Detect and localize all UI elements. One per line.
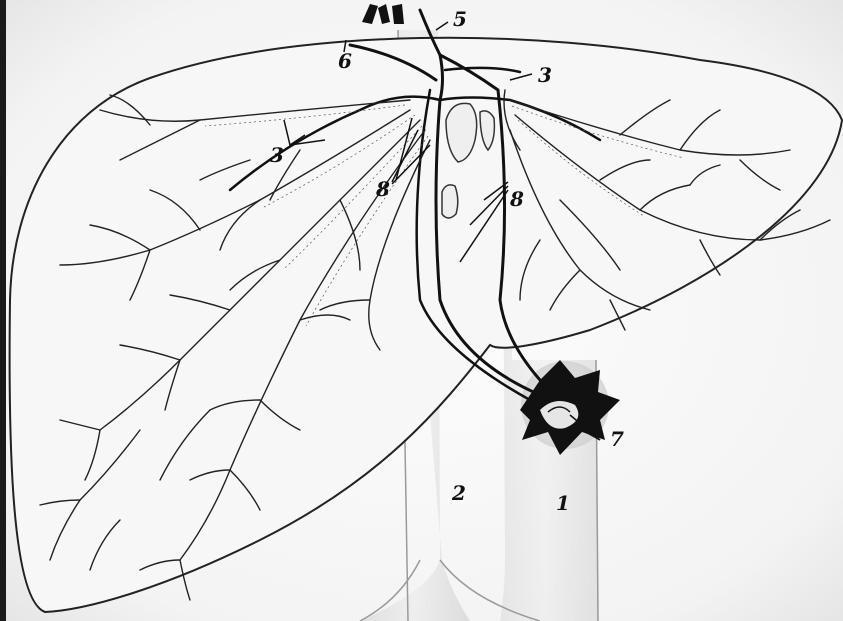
label-2: 2 <box>451 481 466 505</box>
label-1: 1 <box>556 491 570 515</box>
label-8-left: 8 <box>375 177 390 201</box>
label-8-right: 8 <box>509 187 524 211</box>
label-3-right: 3 <box>538 63 552 87</box>
label-3-left: 3 <box>270 143 284 167</box>
label-7: 7 <box>610 427 624 451</box>
left-border <box>0 0 6 621</box>
label-5: 5 <box>453 7 467 31</box>
label-6: 6 <box>338 49 352 73</box>
